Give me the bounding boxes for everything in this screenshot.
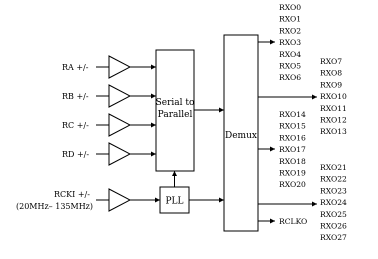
output-label-rxo12: RXO12: [320, 116, 347, 125]
buffer-rc: [108, 113, 132, 137]
output-label-rxo26: RXO26: [320, 222, 347, 231]
serial-to-parallel-block: [155, 49, 195, 172]
output-label-rxo7: RXO7: [320, 57, 342, 66]
clock-input-label: RCKI +/-: [54, 190, 90, 199]
output-label-rxo4: RXO4: [279, 50, 301, 59]
input-label-rb: RB +/-: [62, 92, 89, 101]
output-label-rxo5: RXO5: [279, 62, 301, 71]
input-label-ra: RA +/-: [62, 63, 89, 72]
demux-block: [223, 34, 259, 232]
buffer-rb: [108, 84, 132, 108]
output-label-rxo8: RXO8: [320, 69, 342, 78]
input-label-rd: RD +/-: [62, 150, 89, 159]
output-label-rxo17: RXO17: [279, 145, 306, 154]
clock-input-range: (20MHz– 135MHz): [16, 202, 93, 211]
serial-to-parallel-line2: Parallel: [158, 110, 193, 120]
output-label-rxo23: RXO23: [320, 186, 347, 195]
output-label-rxo2: RXO2: [279, 26, 301, 35]
pll-label: PLL: [165, 197, 183, 207]
output-label-rxo21: RXO21: [320, 163, 347, 172]
output-label-rxo14: RXO14: [279, 110, 306, 119]
output-label-rxo10: RXO10: [320, 92, 347, 101]
output-label-rxo20: RXO20: [279, 180, 306, 189]
output-label-rxo6: RXO6: [279, 73, 301, 82]
output-label-rxo0: RXO0: [279, 3, 301, 12]
output-label-rxo1: RXO1: [279, 15, 301, 24]
buffer-rcki: [108, 188, 132, 212]
output-label-rxo19: RXO19: [279, 169, 306, 178]
buffer-ra: [108, 55, 132, 79]
output-label-rxo15: RXO15: [279, 122, 306, 131]
serial-to-parallel-line1: Serial to: [156, 98, 195, 108]
output-rclko-label: RCLKO: [279, 217, 307, 226]
input-label-rc: RC +/-: [62, 121, 89, 130]
output-label-rxo16: RXO16: [279, 133, 306, 142]
output-label-rxo11: RXO11: [320, 104, 347, 113]
output-label-rxo9: RXO9: [320, 80, 342, 89]
output-label-rxo13: RXO13: [320, 127, 347, 136]
output-label-rxo27: RXO27: [320, 233, 347, 242]
output-label-rxo25: RXO25: [320, 210, 347, 219]
output-label-rxo22: RXO22: [320, 175, 347, 184]
output-label-rxo24: RXO24: [320, 198, 347, 207]
demux-label: Demux: [225, 131, 257, 141]
output-label-rxo18: RXO18: [279, 157, 306, 166]
buffer-rd: [108, 142, 132, 166]
output-label-rxo3: RXO3: [279, 38, 301, 47]
